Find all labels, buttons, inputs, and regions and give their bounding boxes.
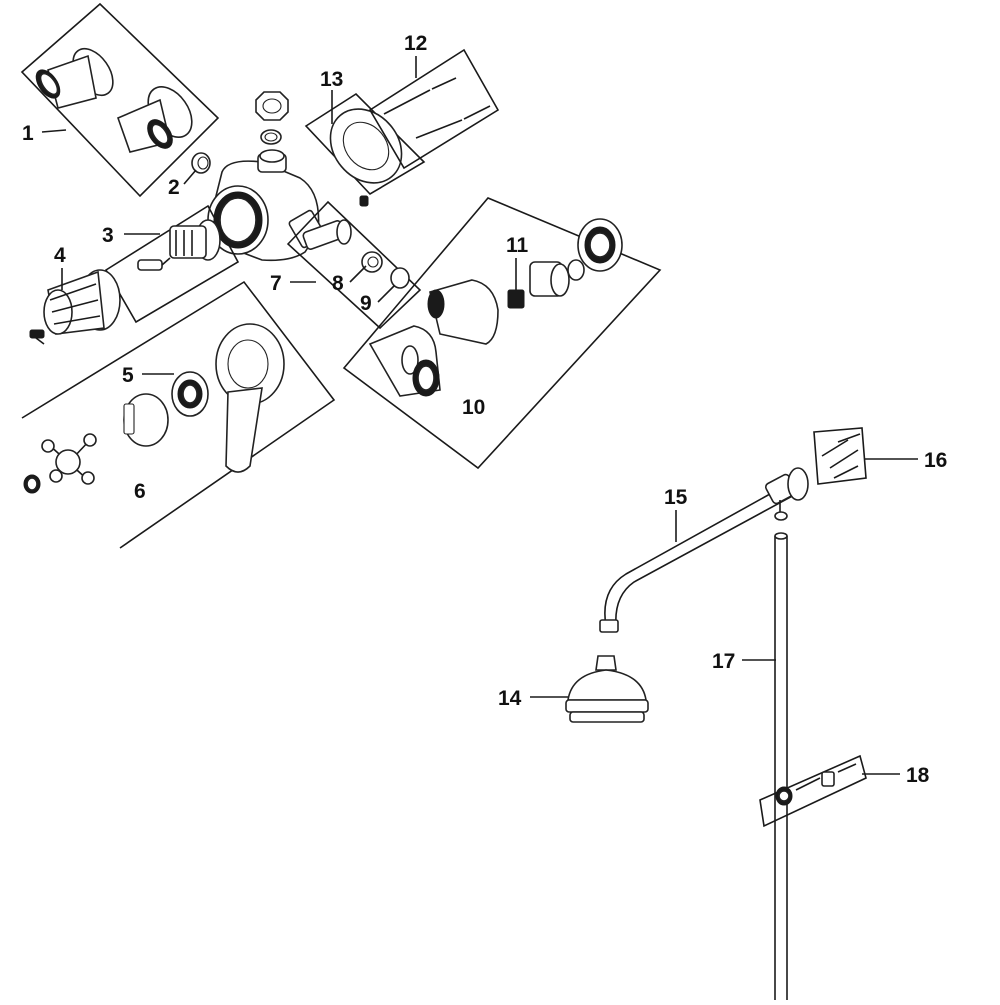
part-3-cartridge bbox=[104, 204, 240, 324]
part-10-diverter-handles bbox=[342, 197, 662, 470]
leader-lines bbox=[41, 56, 918, 775]
callout-4: 4 bbox=[54, 244, 66, 267]
callout-8: 8 bbox=[332, 272, 344, 295]
callout-5: 5 bbox=[122, 364, 134, 387]
part-13-backplate bbox=[304, 92, 426, 207]
part-2-ring bbox=[191, 152, 211, 174]
callout-3: 3 bbox=[102, 224, 114, 247]
callout-labels: 1 2 3 4 5 6 7 8 9 10 11 12 13 14 15 16 1… bbox=[22, 32, 947, 787]
callout-6: 6 bbox=[134, 480, 146, 503]
part-4-thermostat-cartridge bbox=[29, 269, 121, 345]
callout-7: 7 bbox=[270, 272, 282, 295]
callout-11: 11 bbox=[506, 234, 529, 257]
part-17-riser-rail bbox=[774, 532, 788, 1000]
callout-2: 2 bbox=[168, 176, 180, 199]
callout-17: 17 bbox=[712, 650, 735, 673]
part-16-wall-screws bbox=[813, 427, 867, 485]
part-7-outlet bbox=[286, 200, 422, 330]
callout-1: 1 bbox=[22, 122, 34, 145]
callout-15: 15 bbox=[664, 486, 688, 509]
part-18-rail-bracket bbox=[759, 754, 867, 828]
part-14-shower-head bbox=[565, 655, 649, 723]
callout-18: 18 bbox=[906, 764, 930, 787]
part-12-screws bbox=[368, 48, 500, 170]
part-5-6-lever-handle bbox=[21, 280, 336, 549]
callout-9: 9 bbox=[360, 292, 372, 315]
callout-12: 12 bbox=[404, 32, 427, 55]
part-9-washer bbox=[390, 267, 410, 289]
part-8-nut bbox=[361, 251, 383, 273]
part-1-handles bbox=[20, 2, 220, 198]
callout-16: 16 bbox=[924, 449, 947, 472]
callout-13: 13 bbox=[320, 68, 343, 91]
callout-10: 10 bbox=[462, 396, 485, 419]
callout-14: 14 bbox=[498, 687, 522, 710]
part-15-shower-arm bbox=[599, 467, 809, 633]
